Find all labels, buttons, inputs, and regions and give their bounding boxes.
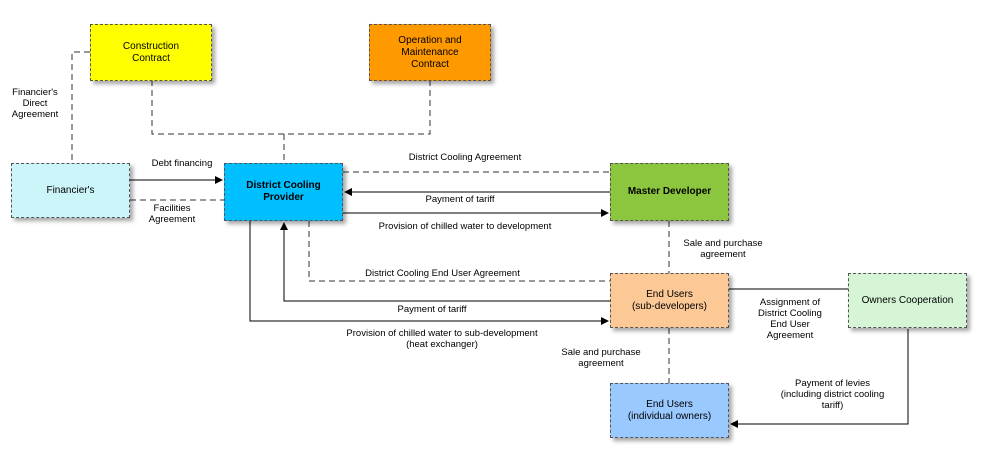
dc-agreement-label: District Cooling Agreement [408, 152, 522, 163]
sale-purchase-2-label: Sale and purchase agreement [561, 347, 641, 369]
construction-line [151, 80, 431, 135]
owners-cooperation-box: Owners Cooperation [848, 273, 967, 328]
financiers-direct-label: Financier's Direct Agreement [11, 87, 59, 120]
chilled-water-sub-label: Provision of chilled water to sub-develo… [346, 328, 538, 350]
payment-tariff-1-label: Payment of tariff [425, 194, 495, 205]
construction-contract-box: Construction Contract [90, 24, 212, 81]
levies-label: Payment of levies (including district co… [780, 378, 885, 411]
master-developer-box: Master Developer [610, 163, 729, 221]
assignment-label: Assignment of District Cooling End User … [758, 297, 822, 341]
dc-provider-box: District Cooling Provider [224, 163, 343, 221]
chilled-water-sub-arrow [249, 221, 609, 325]
sale-purchase-1-label: Sale and purchase agreement [683, 238, 763, 260]
end-users-sub-box: End Users (sub-developers) [610, 273, 729, 328]
chilled-water-dev-label: Provision of chilled water to developmen… [378, 221, 552, 232]
financiers-direct-line [71, 51, 90, 163]
financiers-box: Financier's [11, 163, 130, 218]
levies-arrow [730, 329, 909, 428]
debt-financing-label: Debt financing [151, 158, 213, 169]
dc-end-user-label: District Cooling End User Agreement [365, 268, 520, 279]
payment-tariff-2-arrow [280, 222, 610, 302]
end-users-individual-box: End Users (individual owners) [610, 383, 729, 438]
payment-tariff-2-label: Payment of tariff [397, 304, 467, 315]
dc-end-user-line [308, 221, 610, 282]
facilities-agreement-label: Facilities Agreement [148, 203, 196, 225]
om-contract-box: Operation and Maintenance Contract [369, 24, 491, 81]
